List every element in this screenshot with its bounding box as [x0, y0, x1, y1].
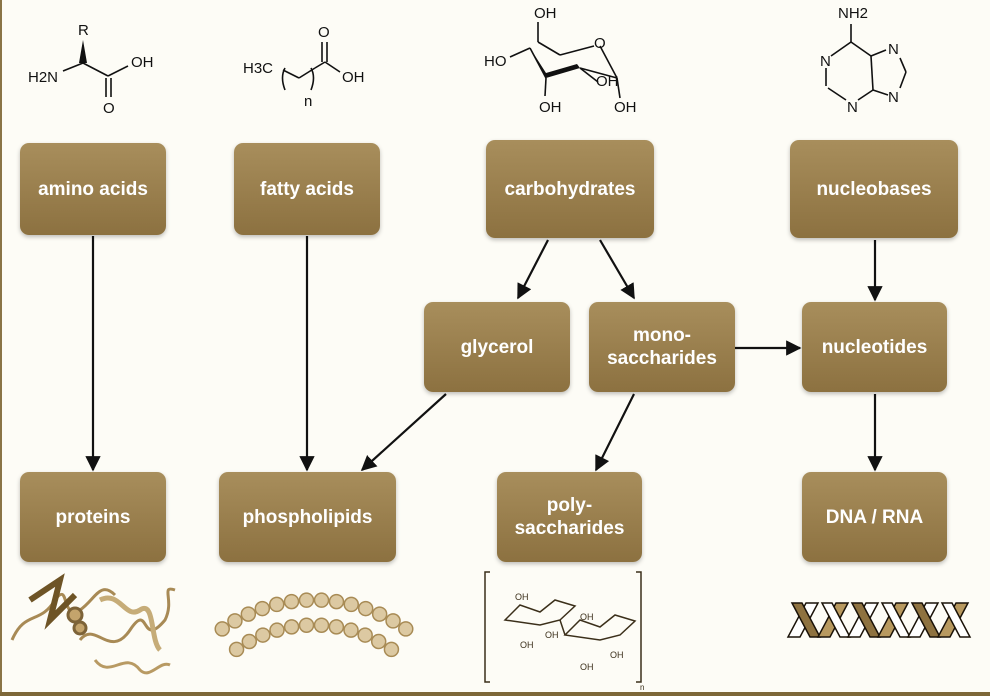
lipid-head — [255, 627, 271, 643]
svg-text:H2N: H2N — [28, 69, 58, 86]
node-label: poly- saccharides — [514, 495, 625, 539]
svg-text:OH: OH — [580, 612, 594, 622]
lipid-head — [254, 600, 271, 617]
svg-text:R: R — [78, 22, 89, 39]
node-proteins: proteins — [20, 472, 166, 562]
dna-double-helix-image — [786, 602, 972, 638]
node-nucleobases: nucleobases — [790, 140, 958, 238]
node-label: fatty acids — [260, 178, 354, 200]
amino-acid-structure: R H2N OH O — [28, 22, 154, 117]
svg-text:O: O — [318, 24, 330, 41]
node-label: proteins — [55, 506, 131, 528]
edge-mono-to-poly — [595, 393, 635, 472]
node-label: mono- saccharides — [607, 325, 717, 369]
helix-strand — [940, 602, 972, 638]
node-monosaccharides: mono- saccharides — [589, 302, 735, 392]
node-polysaccharides: poly- saccharides — [497, 472, 642, 562]
svg-text:N: N — [847, 99, 858, 116]
svg-text:n: n — [640, 683, 644, 692]
edge-glycerol-to-phospholipids — [360, 393, 447, 472]
svg-text:H3C: H3C — [243, 60, 273, 77]
lipid-head — [328, 619, 345, 635]
node-carbohydrates: carbohydrates — [486, 140, 654, 238]
svg-text:NH2: NH2 — [838, 5, 868, 22]
node-dna-rna: DNA / RNA — [802, 472, 947, 562]
lipid-head — [227, 613, 243, 629]
svg-text:O: O — [103, 100, 115, 117]
adenine-structure: NH2 N N N N — [820, 5, 907, 116]
svg-text:OH: OH — [520, 640, 534, 650]
lipid-head — [357, 627, 373, 643]
svg-text:OH: OH — [610, 650, 624, 660]
lipid-head — [383, 641, 400, 658]
lipid-head — [269, 622, 285, 638]
fatty-acid-structure: H3C O OH n — [243, 24, 365, 110]
node-phospholipids: phospholipids — [219, 472, 396, 562]
svg-text:HO: HO — [484, 53, 507, 70]
lipid-head — [228, 641, 245, 658]
frame-left-border — [0, 0, 2, 696]
lipid-head — [313, 617, 330, 633]
svg-text:OH: OH — [515, 592, 529, 602]
svg-text:OH: OH — [534, 5, 557, 22]
svg-text:N: N — [888, 89, 899, 106]
node-label: carbohydrates — [504, 178, 636, 200]
svg-text:OH: OH — [614, 99, 637, 116]
lipid-head — [371, 606, 388, 622]
node-label: DNA / RNA — [825, 506, 924, 528]
edge-carbs-to-mono — [599, 239, 635, 300]
lipid-head — [385, 613, 401, 629]
node-nucleotides: nucleotides — [802, 302, 947, 392]
lipid-head — [240, 606, 257, 622]
svg-text:OH: OH — [539, 99, 562, 116]
lipid-head — [343, 596, 359, 613]
svg-text:N: N — [820, 53, 831, 70]
lipid-head — [328, 593, 345, 610]
lipid-head — [313, 592, 330, 608]
lipid-head — [214, 621, 230, 637]
lipid-head — [283, 619, 300, 635]
node-label: amino acids — [38, 178, 148, 200]
lipid-head — [357, 600, 374, 617]
node-label: nucleotides — [821, 336, 928, 358]
edge-carbs-to-glycerol — [517, 239, 549, 300]
lipid-head — [343, 622, 359, 638]
svg-text:OH: OH — [596, 73, 619, 90]
node-label: phospholipids — [242, 506, 373, 528]
lipid-bilayer-image — [214, 592, 414, 658]
svg-text:n: n — [304, 93, 312, 110]
frame-bottom-border — [0, 692, 990, 696]
lipid-head — [269, 596, 285, 613]
node-label: glycerol — [460, 336, 534, 358]
svg-text:OH: OH — [545, 630, 559, 640]
node-amino-acids: amino acids — [20, 143, 166, 235]
lipid-head — [241, 633, 258, 650]
node-glycerol: glycerol — [424, 302, 570, 392]
svg-text:O: O — [594, 35, 606, 52]
node-fatty-acids: fatty acids — [234, 143, 380, 235]
lipid-head — [370, 633, 387, 650]
lipid-head — [283, 593, 300, 610]
structures-top: R H2N OH O H3C O OH n OH HO OH OH OH O N… — [28, 5, 907, 117]
polysaccharide-structure: n OH OH OH OH OH OH — [484, 571, 644, 692]
glucose-structure: OH HO OH OH OH O — [484, 5, 637, 116]
lipid-head — [298, 617, 315, 633]
lipid-head — [298, 592, 315, 608]
svg-text:OH: OH — [580, 662, 594, 672]
svg-text:N: N — [888, 41, 899, 58]
lipid-head — [398, 621, 414, 637]
svg-text:OH: OH — [342, 69, 365, 86]
svg-text:OH: OH — [131, 54, 154, 71]
protein-ribbon-image — [10, 573, 176, 675]
node-label: nucleobases — [816, 178, 932, 200]
